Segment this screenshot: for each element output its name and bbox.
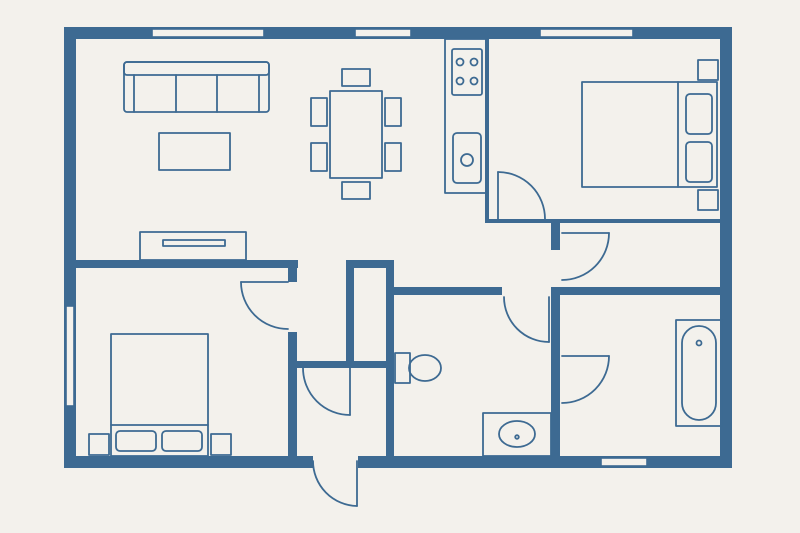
nightstand-icon	[88, 433, 110, 456]
dining-chair-icon	[310, 97, 328, 127]
master-bedroom	[581, 59, 719, 211]
stove-icon	[451, 48, 483, 96]
wall-bath1-right	[551, 220, 560, 250]
dining-chair-icon	[384, 97, 402, 127]
door-swing-icon	[240, 281, 289, 330]
nightstand-icon	[210, 433, 232, 456]
bathroom-tub	[561, 319, 723, 427]
dining-chair-icon	[341, 68, 371, 87]
dining-chair-icon	[384, 142, 402, 172]
wall-closet-left	[346, 260, 354, 365]
toilet-icon	[394, 352, 442, 384]
window-icon	[354, 28, 412, 38]
dining-chair-icon	[341, 181, 371, 200]
door-swing-icon	[312, 460, 358, 507]
window-icon	[600, 457, 648, 467]
wall-closet-top	[346, 260, 394, 268]
door-swing-icon	[503, 296, 550, 343]
windows	[65, 28, 648, 467]
walls	[64, 27, 732, 468]
wall-bath2-left	[551, 295, 560, 353]
door-swing-icon	[561, 355, 610, 404]
wall-bath1-right-lower	[551, 342, 560, 456]
sofa-icon	[123, 61, 270, 113]
window-icon	[151, 28, 265, 38]
outer-wall-bottom-right	[358, 456, 732, 468]
double-bed-icon	[110, 333, 209, 457]
wall-bedroom2-top	[76, 260, 298, 268]
dining-table-icon	[310, 68, 402, 200]
kitchen	[444, 38, 546, 220]
window-icon	[65, 305, 75, 407]
wall-bedroom2-right	[288, 260, 297, 282]
outer-wall-bottom-left	[64, 456, 313, 468]
kitchen-counter	[444, 38, 488, 194]
living-dining	[123, 61, 402, 261]
kitchen-sink-icon	[452, 132, 482, 184]
wall-master-bottom	[486, 219, 732, 223]
dining-chair-icon	[310, 142, 328, 172]
door-swing-icon	[561, 232, 610, 281]
door-swing-icon	[302, 367, 351, 416]
tv-console-icon	[139, 231, 247, 261]
wall-bath1-top	[394, 287, 502, 295]
washbasin-icon	[482, 412, 552, 457]
double-bed-icon	[581, 81, 718, 188]
coffee-table-icon	[158, 132, 231, 171]
wall-storage-bottom	[551, 287, 732, 295]
storage	[561, 232, 610, 281]
outer-wall-right	[720, 27, 732, 468]
nightstand-icon	[697, 189, 719, 211]
window-icon	[539, 28, 634, 38]
second-bedroom	[88, 281, 289, 457]
wall-bedroom2-right-lower	[288, 332, 297, 456]
door-swing-icon	[497, 171, 546, 220]
wall-hall-shelf	[297, 361, 386, 368]
entry-hall	[302, 367, 358, 507]
nightstand-icon	[697, 59, 719, 81]
wall-closet-right	[386, 260, 394, 456]
bathroom-toilet	[394, 296, 552, 457]
bathtub-icon	[675, 319, 723, 427]
